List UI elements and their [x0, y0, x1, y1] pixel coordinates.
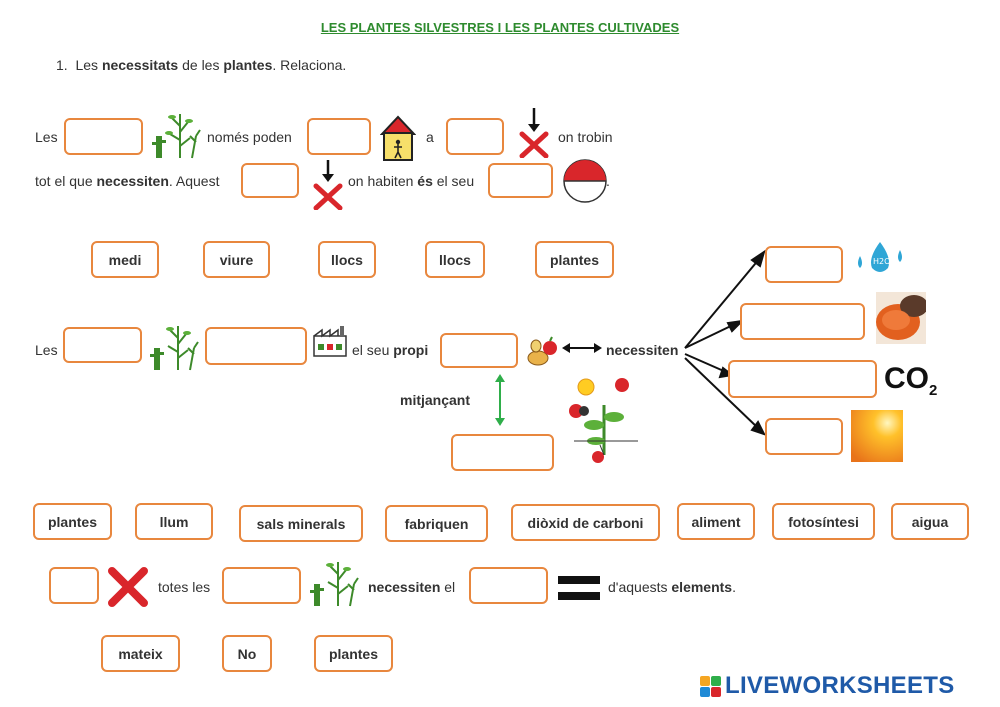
- drop-blank-light[interactable]: [765, 418, 843, 455]
- environment-icon: [563, 159, 607, 203]
- s2-bold-mitjancant: mitjançant: [400, 392, 471, 408]
- drop-blank-4[interactable]: [241, 163, 299, 198]
- s1-text-on-habiten: on habiten: [348, 173, 418, 189]
- s3-bold-elements: elements: [671, 579, 733, 595]
- double-arrow-icon: [562, 343, 602, 353]
- word-chip-llum[interactable]: llum: [135, 503, 213, 540]
- s1-text-les: Les: [35, 129, 58, 145]
- word-chip-aliment[interactable]: aliment: [677, 503, 755, 540]
- photosynthesis-icon: [569, 378, 638, 463]
- drop-blank-7[interactable]: [205, 327, 307, 365]
- drop-blank-minerals[interactable]: [740, 303, 865, 340]
- s3-text-daquests: d'aquests: [608, 579, 672, 595]
- drop-blank-water[interactable]: [765, 246, 843, 283]
- mineral-salts-icon: [876, 292, 926, 344]
- word-chip-fabriquen[interactable]: fabriquen: [385, 505, 488, 542]
- drop-blank-9[interactable]: [451, 434, 554, 471]
- factory-icon: [313, 326, 347, 357]
- drop-blank-5[interactable]: [488, 163, 553, 198]
- instruction: 1. Les necessitats de les plantes. Relac…: [56, 56, 346, 74]
- plants-icon: [152, 114, 201, 159]
- logo-mark-icon: [700, 675, 721, 697]
- instruction-text-mid: de les: [178, 57, 224, 73]
- s1-bold-es: és: [417, 173, 433, 189]
- drop-blank-3[interactable]: [446, 118, 504, 155]
- s2-text-el-seu: el seu: [352, 342, 394, 358]
- s2-bold-propi: propi: [393, 342, 429, 358]
- word-chip-no[interactable]: No: [222, 635, 272, 672]
- vertical-double-arrow-icon: [495, 374, 505, 426]
- house-icon: [380, 115, 416, 161]
- s3-text-totes-les: totes les: [158, 579, 211, 595]
- s1-line2: tot el que necessiten. Aquest: [35, 172, 219, 190]
- word-chip-mateix[interactable]: mateix: [101, 635, 180, 672]
- drop-blank-12[interactable]: [469, 567, 548, 604]
- instruction-number: 1.: [56, 57, 68, 73]
- no-cross-icon: [108, 567, 148, 607]
- drop-blank-11[interactable]: [222, 567, 301, 604]
- drop-blank-6[interactable]: [63, 327, 142, 363]
- instruction-text: Les: [75, 57, 102, 73]
- s1-text-el-seu: el seu: [432, 173, 475, 189]
- plants-icon: [150, 326, 199, 371]
- s3-line-end: d'aquests elements.: [608, 578, 736, 596]
- s2-line1: el seu propi: [352, 341, 428, 359]
- h2o-label: H2O: [873, 257, 890, 266]
- branch-arrows: [684, 249, 766, 436]
- worksheet-title: LES PLANTES SILVESTRES I LES PLANTES CUL…: [320, 20, 680, 35]
- word-chip-sals-minerals[interactable]: sals minerals: [239, 505, 363, 542]
- co2-subscript: 2: [929, 382, 938, 399]
- word-chip-llocs[interactable]: llocs: [318, 241, 376, 278]
- instruction-text-end: . Relaciona.: [272, 57, 347, 73]
- plants-icon: [310, 562, 359, 607]
- s1-text-nomes-poden: només poden: [207, 129, 292, 145]
- word-chip-dioxid-de-carboni[interactable]: diòxid de carboni: [511, 504, 660, 541]
- place-cross-icon: [313, 160, 343, 210]
- word-chip-plantes-3[interactable]: plantes: [314, 635, 393, 672]
- word-chip-fotosintesi[interactable]: fotosíntesi: [772, 503, 875, 540]
- instruction-bold-plantes: plantes: [223, 57, 273, 73]
- drop-blank-2[interactable]: [307, 118, 371, 155]
- s1-text-tot: tot el que: [35, 173, 97, 189]
- brand-name: LIVEWORKSHEETS: [725, 672, 955, 699]
- s2-text-les: Les: [35, 342, 58, 358]
- food-icon: [527, 336, 557, 366]
- word-chip-aigua[interactable]: aigua: [891, 503, 969, 540]
- co2-label: CO: [884, 362, 929, 395]
- instruction-bold-necessitats: necessitats: [101, 57, 179, 73]
- s1-bold-necessiten: necessiten: [96, 173, 169, 189]
- sun-icon: [851, 410, 903, 462]
- s3-text-dot: .: [732, 579, 736, 595]
- s1-text-a: a: [426, 129, 434, 145]
- word-chip-llocs-2[interactable]: llocs: [425, 241, 485, 278]
- liveworksheets-logo: LIVEWORKSHEETS: [700, 672, 955, 700]
- place-cross-icon: [519, 108, 549, 158]
- word-chip-viure[interactable]: viure: [203, 241, 270, 278]
- drop-blank-1[interactable]: [64, 118, 143, 155]
- co2-icon: CO2: [884, 362, 937, 399]
- equals-icon: [558, 576, 600, 600]
- s2-bold-necessiten: necessiten: [606, 342, 679, 358]
- drop-blank-8[interactable]: [440, 333, 518, 368]
- s1-text-on-trobin: on trobin: [558, 129, 613, 145]
- word-chip-medi[interactable]: medi: [91, 241, 159, 278]
- s1-text-dot: .: [606, 173, 610, 189]
- drop-blank-10[interactable]: [49, 567, 99, 604]
- s1-line2b: on habiten és el seu: [348, 172, 474, 190]
- word-chip-plantes-2[interactable]: plantes: [33, 503, 112, 540]
- s1-text-aquest: . Aquest: [168, 173, 220, 189]
- word-chip-plantes[interactable]: plantes: [535, 241, 614, 278]
- drop-blank-co2[interactable]: [728, 360, 877, 398]
- water-drops-icon: H2O: [858, 242, 902, 272]
- s3-bold-necessiten: necessiten: [368, 579, 441, 595]
- s3-line: necessiten el: [368, 578, 455, 596]
- s3-text-el: el: [440, 579, 456, 595]
